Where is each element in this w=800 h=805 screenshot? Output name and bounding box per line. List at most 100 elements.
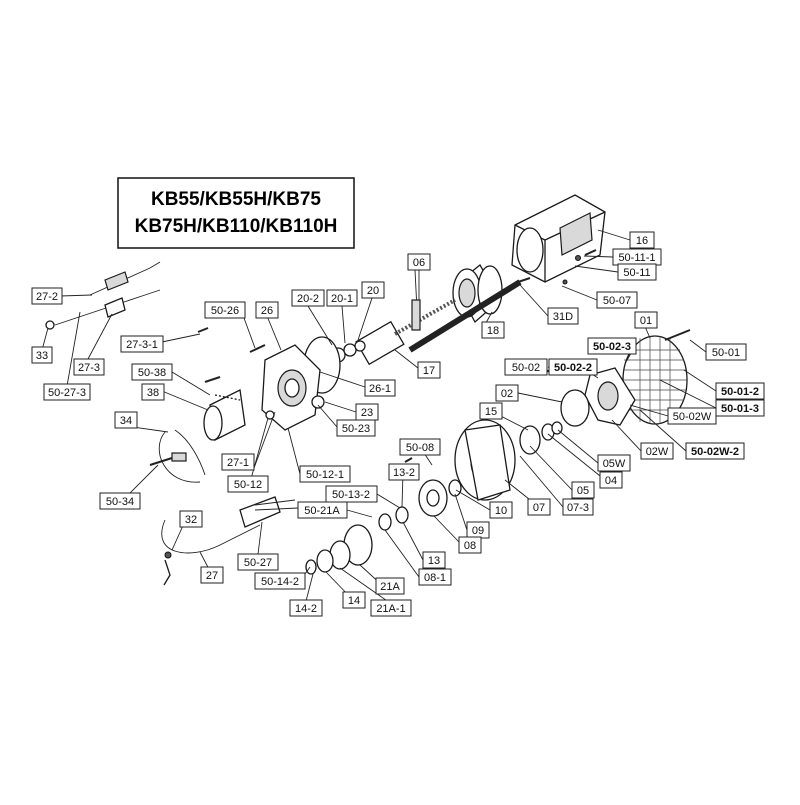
svg-text:08-1: 08-1 xyxy=(424,572,446,584)
callout-21A-1: 21A-1 xyxy=(370,599,412,617)
callout-20-1: 20-1 xyxy=(326,289,358,307)
svg-text:33: 33 xyxy=(36,350,48,362)
callout-23: 23 xyxy=(355,403,379,421)
title-block: KB55/KB55H/KB75 KB75H/KB110/KB110H xyxy=(117,177,355,249)
callout-50-01: 50-01 xyxy=(705,343,747,361)
callout-50-12-1: 50-12-1 xyxy=(299,465,351,483)
callout-50-07: 50-07 xyxy=(596,291,638,309)
svg-text:05W: 05W xyxy=(603,458,626,470)
svg-text:21A: 21A xyxy=(380,581,400,593)
callout-50-21A: 50-21A xyxy=(297,501,348,519)
callout-04: 04 xyxy=(599,471,623,489)
svg-text:13: 13 xyxy=(428,555,440,567)
svg-text:50-02-3: 50-02-3 xyxy=(593,341,631,353)
svg-text:20: 20 xyxy=(367,285,379,297)
svg-text:17: 17 xyxy=(423,365,435,377)
svg-text:23: 23 xyxy=(361,407,373,419)
svg-text:27-3: 27-3 xyxy=(78,362,100,374)
svg-text:14-2: 14-2 xyxy=(295,603,317,615)
callout-14: 14 xyxy=(342,591,366,609)
svg-text:04: 04 xyxy=(605,475,617,487)
svg-text:50-11: 50-11 xyxy=(623,267,650,279)
callout-07: 07 xyxy=(527,498,551,516)
callout-13: 13 xyxy=(422,551,446,569)
callout-08: 08 xyxy=(458,536,482,554)
svg-text:50-11-1: 50-11-1 xyxy=(618,252,655,264)
svg-text:32: 32 xyxy=(185,514,197,526)
svg-text:13-2: 13-2 xyxy=(393,467,415,479)
callout-50-27: 50-27 xyxy=(237,553,279,571)
title-line-2: KB75H/KB110/KB110H xyxy=(135,216,338,237)
callout-50-26: 50-26 xyxy=(204,301,246,319)
svg-text:21A-1: 21A-1 xyxy=(376,603,405,615)
svg-text:50-12: 50-12 xyxy=(234,479,262,491)
svg-text:20-1: 20-1 xyxy=(331,293,353,305)
callout-50-34: 50-34 xyxy=(99,492,141,510)
svg-text:50-14-2: 50-14-2 xyxy=(261,576,299,588)
callout-50-13-2: 50-13-2 xyxy=(325,485,378,503)
callout-50-12: 50-12 xyxy=(227,475,269,493)
callout-27-3: 27-3 xyxy=(73,358,105,376)
part-volute xyxy=(454,419,516,501)
callout-16: 16 xyxy=(629,231,655,249)
svg-text:02: 02 xyxy=(501,388,513,400)
svg-text:50-02-2: 50-02-2 xyxy=(554,362,592,374)
title-frame xyxy=(117,177,355,249)
callout-50-11: 50-11 xyxy=(617,263,657,281)
callout-50-01-3: 50-01-3 xyxy=(715,399,765,417)
callout-27-3-1: 27-3-1 xyxy=(120,335,164,353)
callout-50-02W: 50-02W xyxy=(667,407,717,425)
callout-21A: 21A xyxy=(375,577,405,595)
svg-text:50-27: 50-27 xyxy=(244,557,272,569)
svg-text:08: 08 xyxy=(464,540,476,552)
svg-text:34: 34 xyxy=(120,415,132,427)
callout-07-3: 07-3 xyxy=(562,498,594,516)
svg-text:14: 14 xyxy=(348,595,360,607)
callout-33: 33 xyxy=(31,346,53,364)
svg-text:50-01: 50-01 xyxy=(712,347,740,359)
svg-text:50-02: 50-02 xyxy=(512,362,540,374)
svg-text:50-34: 50-34 xyxy=(106,496,134,508)
svg-text:50-38: 50-38 xyxy=(138,367,166,379)
svg-text:07: 07 xyxy=(533,502,545,514)
svg-text:16: 16 xyxy=(636,235,648,247)
svg-text:09: 09 xyxy=(472,525,484,537)
callout-20: 20 xyxy=(361,281,385,299)
svg-text:27-3-1: 27-3-1 xyxy=(126,339,158,351)
callout-05W: 05W xyxy=(597,454,631,472)
svg-text:01: 01 xyxy=(640,315,652,327)
svg-text:50-27-3: 50-27-3 xyxy=(48,387,86,399)
callout-34: 34 xyxy=(114,411,138,429)
callout-50-14-2: 50-14-2 xyxy=(254,572,306,590)
callout-32: 32 xyxy=(179,510,203,528)
callout-14-2: 14-2 xyxy=(289,599,323,617)
callout-50-11-1: 50-11-1 xyxy=(612,248,662,266)
callout-18: 18 xyxy=(481,321,505,339)
callout-27-2: 27-2 xyxy=(31,287,63,305)
svg-text:26: 26 xyxy=(261,305,273,317)
callout-50-38: 50-38 xyxy=(131,363,173,381)
svg-text:50-12-1: 50-12-1 xyxy=(306,469,344,481)
callout-01: 01 xyxy=(634,311,658,329)
part-end-shield xyxy=(261,344,325,431)
callout-50-08: 50-08 xyxy=(399,438,441,456)
svg-text:26-1: 26-1 xyxy=(369,383,391,395)
callout-05: 05 xyxy=(571,481,595,499)
callout-38: 38 xyxy=(141,383,165,401)
part-seals xyxy=(519,421,563,455)
callout-27: 27 xyxy=(200,566,224,584)
svg-text:31D: 31D xyxy=(553,311,573,323)
part-impeller xyxy=(378,479,462,531)
callout-27-1: 27-1 xyxy=(221,453,255,471)
callout-labels: 16 50-11-1 50-11 06 50-07 31D 18 20-2 20… xyxy=(31,231,765,617)
svg-text:27-1: 27-1 xyxy=(227,457,249,469)
callout-50-27-3: 50-27-3 xyxy=(43,383,91,401)
callout-02W: 02W xyxy=(640,442,674,460)
callout-15: 15 xyxy=(479,402,503,420)
callout-20-2: 20-2 xyxy=(291,289,325,307)
callout-50-02W-2: 50-02W-2 xyxy=(685,442,745,460)
callout-50-02-2: 50-02-2 xyxy=(548,358,598,376)
callout-50-01-2: 50-01-2 xyxy=(715,382,765,400)
